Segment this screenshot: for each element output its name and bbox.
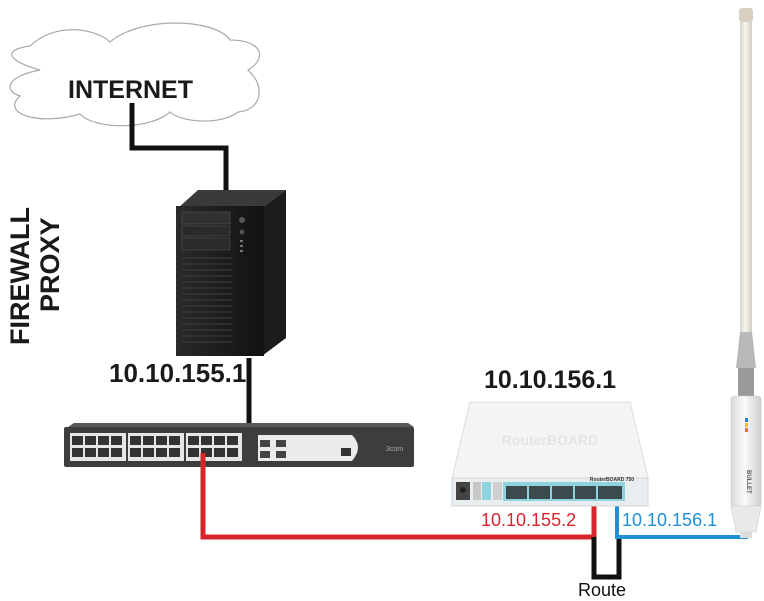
switch-port — [227, 448, 238, 457]
switch-port — [201, 448, 212, 457]
antenna-brand: BULLET — [745, 470, 751, 494]
switch-port — [201, 436, 212, 445]
switch-port — [111, 448, 122, 457]
internet-uplink-cable — [129, 103, 229, 195]
blue-link-ip-label: 10.10.156.1 — [622, 510, 718, 530]
switch-port — [188, 448, 199, 457]
route-loop-cable — [591, 537, 622, 580]
internet-cloud — [9, 22, 260, 127]
switch-port — [98, 436, 109, 445]
router-ip-label: 10.10.156.1 — [484, 366, 617, 394]
routerboard: RouterBOARD RouterBOARD 750 — [451, 401, 649, 507]
switch-port — [98, 448, 109, 457]
bullet-antenna: BULLET — [730, 8, 762, 538]
switch-port — [156, 448, 167, 457]
switch-port — [72, 436, 83, 445]
switch-brand: 3com — [386, 446, 403, 453]
switch-port — [214, 436, 225, 445]
proxy-label: PROXY — [35, 217, 65, 312]
switch-port — [111, 436, 122, 445]
switch-port — [72, 448, 83, 457]
red-link-ip-label: 10.10.155.2 — [481, 510, 577, 530]
switch-port — [143, 436, 154, 445]
switch-port — [130, 448, 141, 457]
server-tower — [176, 190, 286, 356]
switch-port — [214, 448, 225, 457]
router-embossed-logo: RouterBOARD — [502, 432, 598, 448]
switch-port — [143, 448, 154, 457]
switch-port — [169, 436, 180, 445]
switch-port — [227, 436, 238, 445]
red-cable — [200, 453, 597, 540]
switch-port — [85, 448, 96, 457]
route-label: Route — [578, 580, 627, 600]
switch-port — [188, 436, 199, 445]
switch-port — [85, 436, 96, 445]
firewall-label: FIREWALL — [5, 207, 35, 345]
internet-label: INTERNET — [68, 76, 193, 104]
server-ip-label: 10.10.155.1 — [109, 358, 247, 388]
router-model-label: RouterBOARD 750 — [590, 477, 634, 483]
network-switch: 3com — [64, 423, 414, 467]
blue-cable — [615, 496, 748, 539]
switch-port — [169, 448, 180, 457]
switch-port — [130, 436, 141, 445]
switch-port — [156, 436, 167, 445]
